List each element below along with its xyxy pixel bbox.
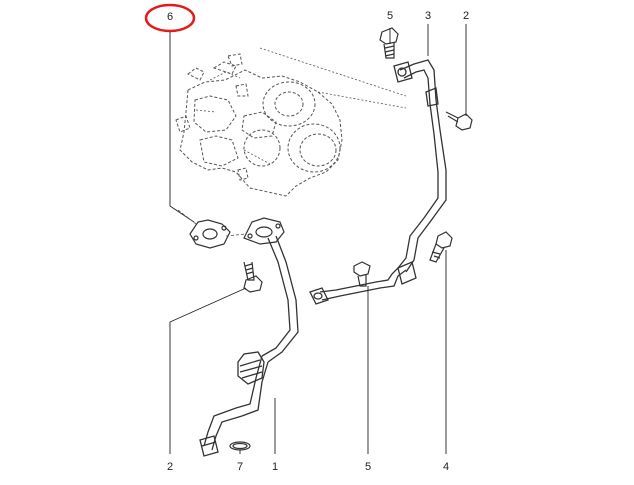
callout-2-bottom: 2 xyxy=(166,461,174,473)
callout-5-top: 5 xyxy=(386,10,394,22)
bolt-part-2-top xyxy=(445,111,473,131)
callout-4: 4 xyxy=(442,461,450,473)
bolt-part-2-bottom xyxy=(243,261,263,293)
callout-3: 3 xyxy=(424,10,432,22)
turbocharger-outline xyxy=(175,53,343,197)
highlight-circle xyxy=(144,3,196,33)
callout-5-bottom: 5 xyxy=(364,461,372,473)
banjo-bolt-part-5-top xyxy=(379,27,399,59)
gasket-part-6 xyxy=(189,219,231,249)
callout-2-top: 2 xyxy=(462,10,470,22)
callout-1: 1 xyxy=(271,461,279,473)
turbocharger-detail-lines xyxy=(195,47,407,165)
callout-6: 6 xyxy=(166,11,174,23)
oil-feed-pipe-part-3 xyxy=(309,59,447,305)
oil-return-pipe-part-1 xyxy=(199,235,299,457)
callout-7: 7 xyxy=(236,461,244,473)
o-ring-part-7 xyxy=(229,441,251,451)
leader-lines xyxy=(169,24,467,454)
bolt-part-4 xyxy=(429,231,453,263)
assembly-dashed-lines xyxy=(177,209,247,237)
gasket-part-right xyxy=(243,217,285,245)
bolt-part-5-bottom xyxy=(353,261,371,287)
